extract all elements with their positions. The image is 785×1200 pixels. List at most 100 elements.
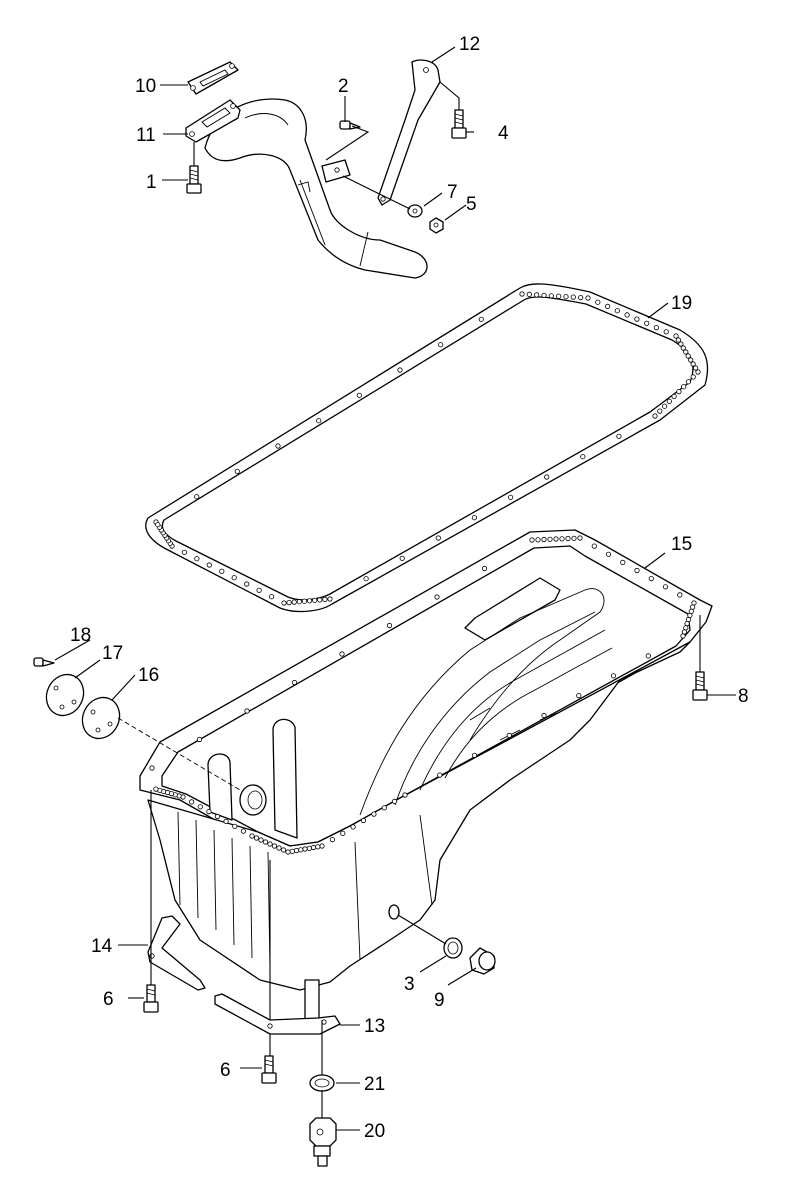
callout-6b: 6 [220,1060,231,1081]
bolt-6-bottom [261,1055,277,1084]
bolt-hole [149,765,155,771]
bolt-hole [301,598,307,604]
bolt-hole [685,353,691,359]
bolt-hole [267,841,273,847]
tube-support-tab [321,159,351,183]
bolt-hole [657,408,663,414]
gasket-bolt-holes [153,291,701,606]
bolt-hole [189,799,195,805]
bolt-hole [663,329,669,335]
bolt-hole [661,403,668,409]
bolt-hole [681,384,687,390]
bolt-hole [580,454,586,460]
bolt-hole [437,772,443,778]
bolt-hole [339,651,345,657]
bolt-hole [194,494,200,500]
bolt-hole [219,568,225,574]
bolt-hole [556,293,562,299]
bolt-hole [315,844,321,850]
bolt-hole [547,536,553,542]
bolt-hole [634,567,640,574]
bolt-hole [155,522,161,528]
callout-18: 18 [70,625,91,646]
bolt-hole [253,835,260,841]
screw-18 [33,657,55,667]
bolt-hole [194,556,200,562]
cover-plate-17 [45,673,85,717]
bolt-hole [541,292,547,298]
bolt-hole [214,813,221,820]
pan-bolt-holes [149,535,697,855]
bolt-hole [578,294,584,301]
bolt-hole [181,549,187,555]
callout-12: 12 [459,34,480,55]
bolt-hole [298,847,304,853]
bolt-hole [614,308,620,314]
callout-14: 14 [91,936,113,957]
callout-4: 4 [498,123,509,144]
callout-13: 13 [364,1016,385,1037]
bolt-hole [576,692,582,699]
bolt-hole [302,846,308,852]
tube-flange-gasket-10 [187,61,239,95]
bolt-hole [673,333,679,339]
bolt-hole [312,597,318,603]
bolt-hole [585,295,591,301]
bolt-hole [675,337,682,343]
bolt-hole [223,818,229,825]
bolt-hole [680,633,686,639]
bolt-hole [692,365,699,371]
bolt-hole [249,833,255,839]
bolt-hole [363,576,369,582]
bolt-hole [434,594,440,600]
bolt-hole [286,599,292,606]
callout-8: 8 [738,686,749,707]
bolt-hole [648,575,654,582]
bolt-hole [322,596,328,603]
bolt-hole [680,345,686,351]
bolt-hole [652,413,658,419]
bolt-hole [206,808,212,815]
bolt-hole [291,599,297,605]
bolt-hole [662,584,669,590]
bolt-hole [684,620,690,627]
bolt-hole [677,592,683,598]
bolt-hole [240,828,246,834]
callout-1: 1 [146,172,157,193]
bolt-hole [310,844,317,851]
bolt-hole [653,324,660,331]
bolt-hole [197,804,203,810]
gasket-16 [81,696,121,740]
bolt-hole [559,536,565,542]
bolt-hole [291,679,298,686]
bolt-hole [689,604,696,610]
bolt-hole [381,805,387,811]
bolt-hole [529,537,535,543]
bolt-hole [296,599,302,605]
callout-21: 21 [364,1074,385,1095]
callout-3: 3 [404,974,415,995]
drain-plug-9 [469,947,496,975]
bolt-hole [276,845,282,851]
bracket-13 [214,993,341,1035]
bolt-hole [571,535,577,541]
bolt-hole [391,798,398,805]
bolt-hole [340,830,346,836]
bolt-hole [360,817,367,824]
callout-20: 20 [364,1121,385,1142]
bolt-hole [577,535,583,541]
tube-flange-11 [185,99,241,143]
bolt-hole [329,836,335,843]
bolt-hole [399,555,405,561]
bolt-hole [478,316,484,322]
bolt-hole [244,708,250,714]
oil-pickup-tube [204,98,428,279]
bolt-hole [306,845,312,851]
bolt-hole [690,361,696,367]
bolt-hole [262,839,269,845]
nut-5 [429,217,444,234]
bolt-hole [481,565,488,572]
bolt-1 [186,165,202,194]
bolt-hole [645,653,651,659]
callout-7: 7 [447,182,458,203]
